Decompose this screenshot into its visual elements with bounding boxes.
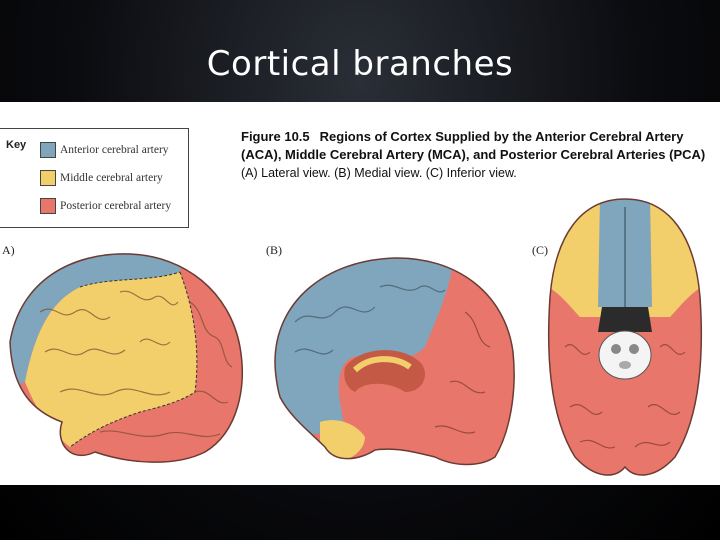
key-title: Key	[6, 139, 27, 151]
aca-medial-region	[275, 257, 455, 437]
key-item-mca: Middle cerebral artery	[40, 169, 163, 187]
medial-view-brain	[274, 257, 515, 466]
figure-number: Figure 10.5	[241, 129, 310, 144]
figure-image: Key Anterior cerebral artery Middle cere…	[0, 102, 720, 485]
key-item-pca: Posterior cerebral artery	[40, 197, 171, 215]
key-label-pca: Posterior cerebral artery	[60, 200, 172, 212]
panel-label-c: (C)	[532, 243, 548, 257]
aca-swatch	[40, 142, 56, 158]
mca-swatch	[40, 170, 56, 186]
mca-region	[25, 272, 197, 447]
mca-medial-region	[320, 420, 365, 463]
key-label-aca: Anterior cerebral artery	[60, 144, 169, 156]
key-label-mca: Middle cerebral artery	[60, 172, 163, 184]
figure-caption: Figure 10.5 Regions of Cortex Supplied by…	[241, 128, 711, 182]
key-item-aca: Anterior cerebral artery	[40, 141, 169, 159]
caption-subtitle: (A) Lateral view. (B) Medial view. (C) I…	[241, 166, 517, 180]
lateral-view-brain	[9, 253, 243, 463]
caption-title-2: (ACA), Middle Cerebral Artery (MCA), and…	[241, 147, 706, 162]
brainstem-section	[598, 330, 652, 380]
panel-label-b: (B)	[266, 243, 282, 257]
slide-title: Cortical branches	[206, 44, 514, 84]
aca-region	[10, 253, 185, 392]
legend-key: Key Anterior cerebral artery Middle cere…	[0, 128, 189, 228]
caption-line1: Figure 10.5 Regions of Cortex Supplied by…	[241, 128, 711, 146]
inferior-view-brain	[547, 198, 703, 476]
caption-title-1: Regions of Cortex Supplied by the Anteri…	[319, 129, 684, 144]
panel-label-a: A)	[2, 243, 15, 257]
pca-swatch	[40, 198, 56, 214]
